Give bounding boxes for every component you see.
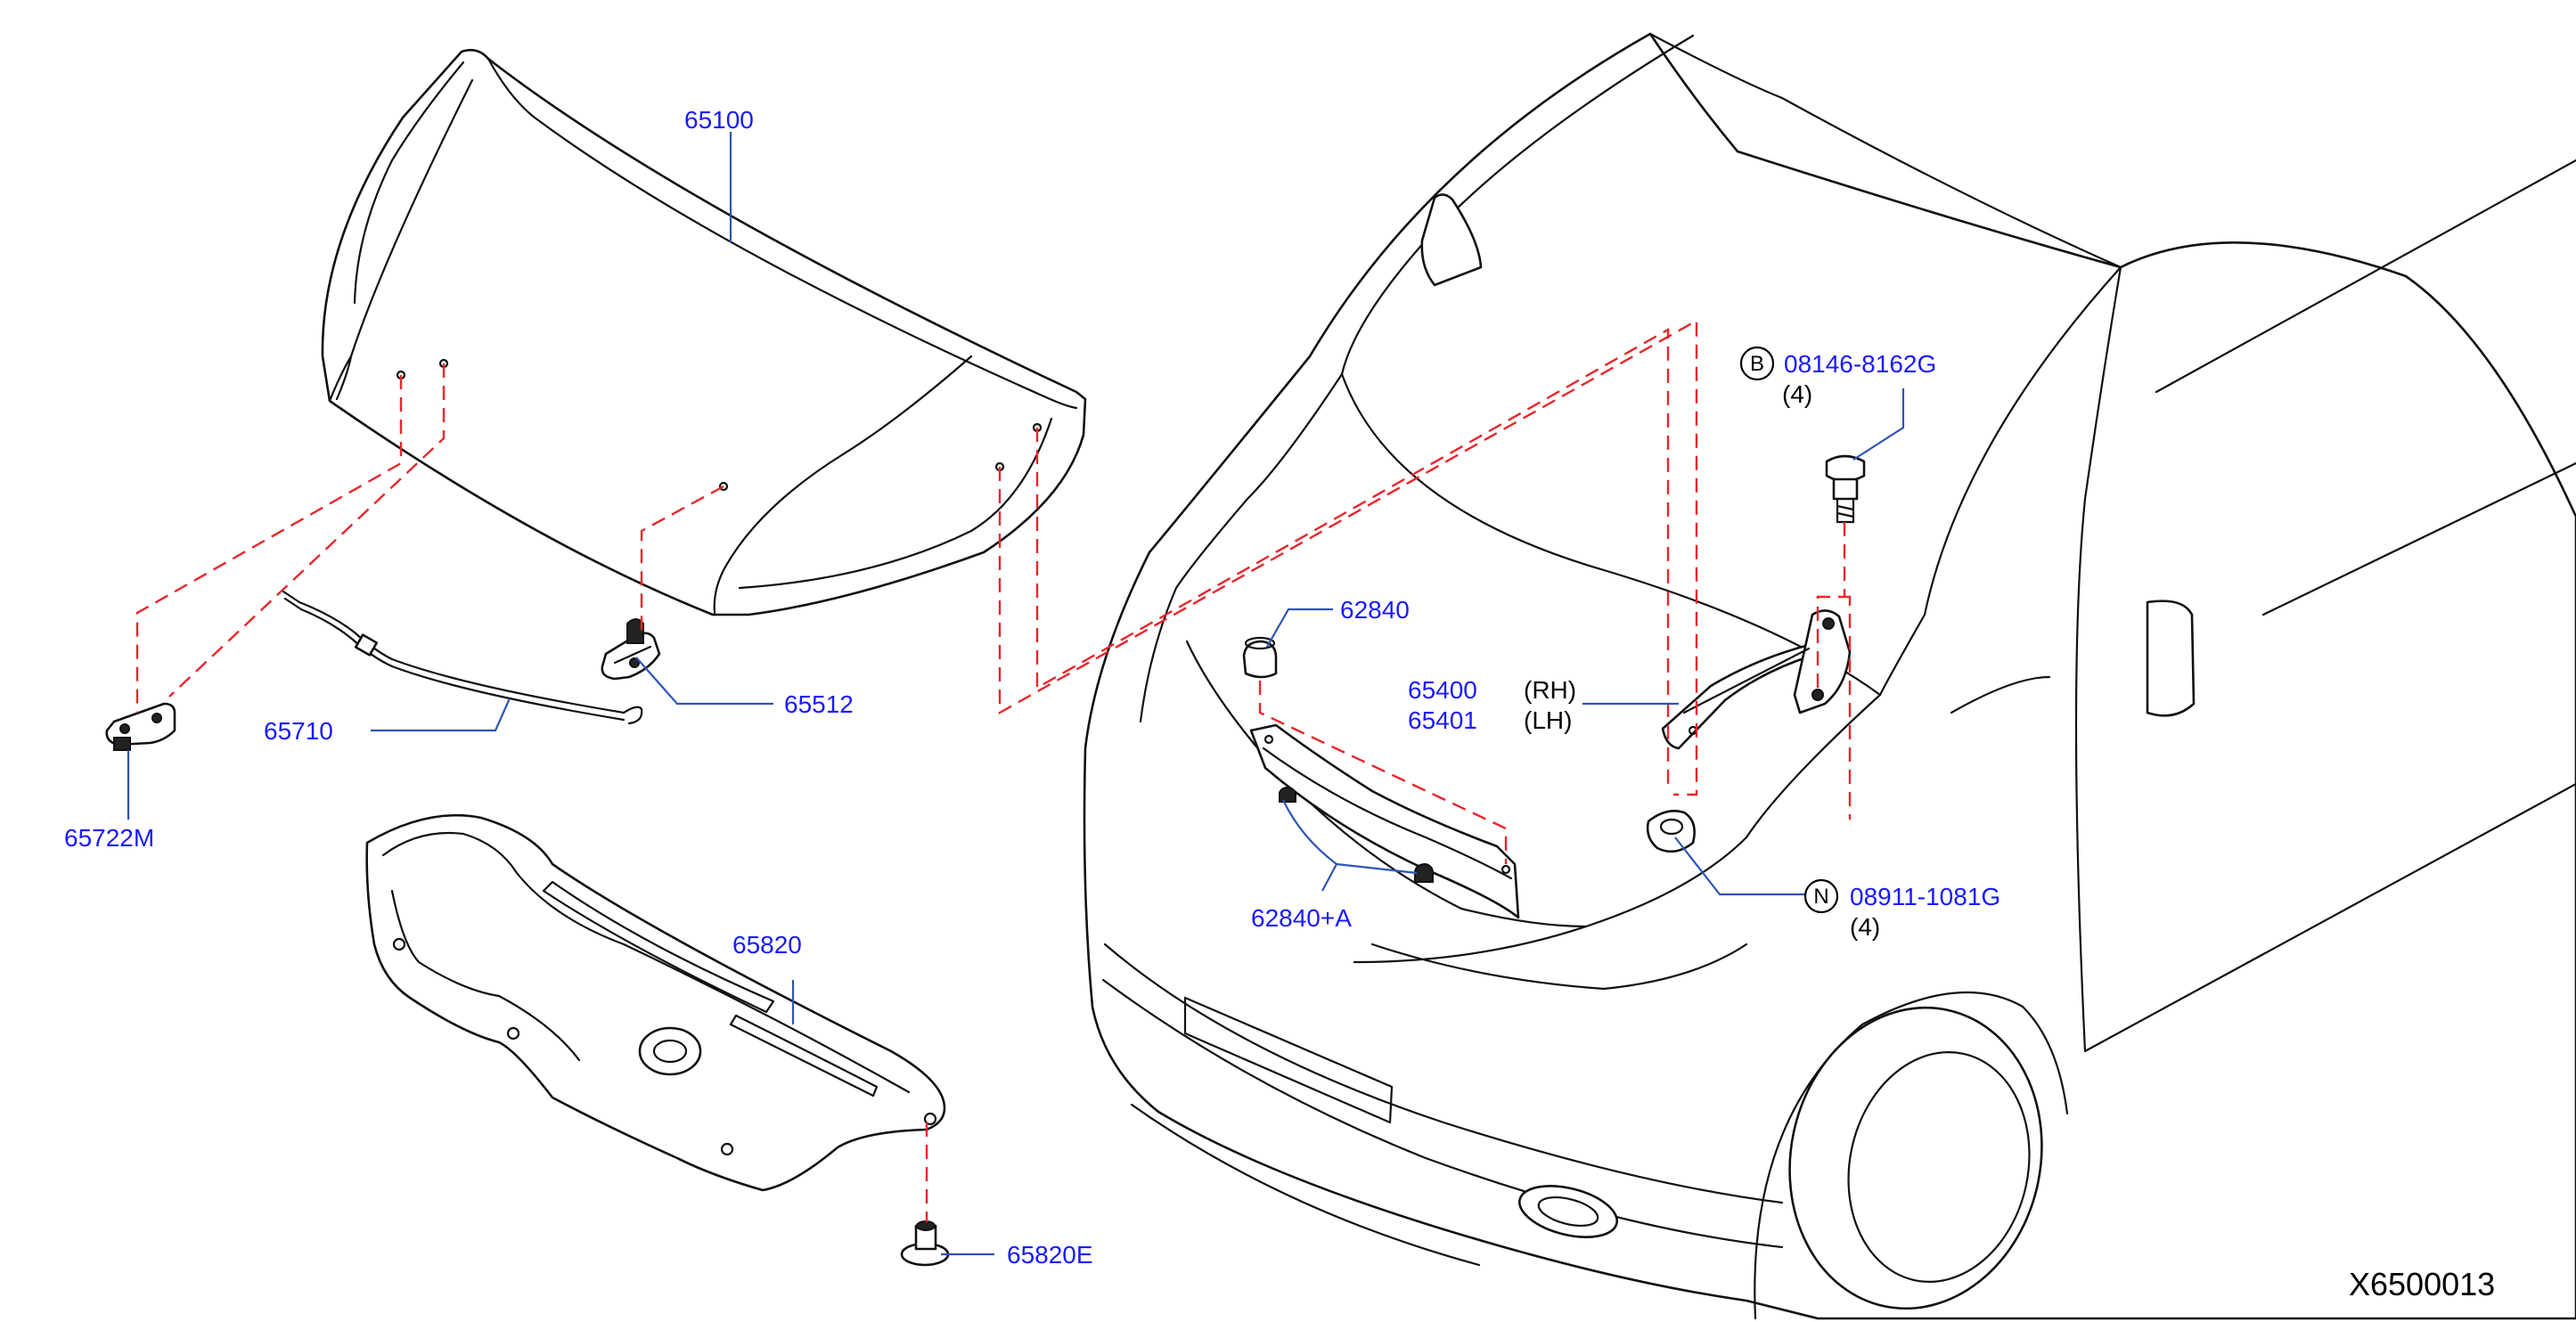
bumper-rubber-small-1 — [1279, 786, 1296, 803]
leader-lines — [127, 132, 1905, 1256]
label-hinge-lh: 65401 — [1408, 706, 1477, 734]
insulator-clip — [900, 1220, 950, 1267]
label-hinge-rh: 65400 — [1408, 676, 1477, 704]
nut-symbol: N — [1813, 885, 1828, 909]
bumper-rubber — [1242, 636, 1278, 679]
label-rh-tag: (RH) — [1524, 676, 1576, 704]
label-bumper-rubber: 62840 — [1340, 596, 1410, 624]
bolt — [1825, 454, 1866, 524]
part-labels: 65100 65512 65710 65722M 65820 65820E 62… — [64, 106, 2495, 1302]
nut-symbol-circle — [1803, 878, 1839, 914]
nut — [1646, 810, 1696, 853]
label-nut-qty: (4) — [1850, 913, 1880, 941]
label-lh-tag: (LH) — [1524, 706, 1572, 734]
label-stay-bracket: 65722M — [64, 824, 154, 852]
hood-insulator — [365, 813, 946, 1192]
bumper-rubber-small-2 — [1414, 862, 1434, 883]
hood-lock — [601, 618, 661, 681]
alignment-lines — [135, 318, 1852, 1222]
label-hood: 65100 — [684, 106, 754, 134]
label-bolt-qty: (4) — [1782, 380, 1812, 408]
lock-control-cable — [282, 590, 643, 725]
label-hood-lock: 65512 — [784, 690, 854, 718]
label-lock-cable: 65710 — [264, 717, 333, 745]
label-insulator-clip: 65820E — [1007, 1241, 1093, 1269]
hood-panel — [321, 48, 1087, 616]
bolt-symbol: B — [1750, 352, 1764, 376]
label-bumper-rubber-alt: 62840+A — [1251, 904, 1352, 932]
diagram-reference: X6500013 — [2349, 1266, 2495, 1302]
hood-stay-bracket — [105, 702, 176, 751]
label-nut: 08911-1081G — [1850, 883, 2000, 910]
bolt-symbol-circle — [1739, 346, 1775, 381]
hood-hinge — [1661, 609, 1852, 750]
hood-seal-strip — [1249, 723, 1520, 919]
label-bolt: 08146-8162G — [1784, 350, 1936, 378]
label-insulator: 65820 — [732, 931, 802, 959]
